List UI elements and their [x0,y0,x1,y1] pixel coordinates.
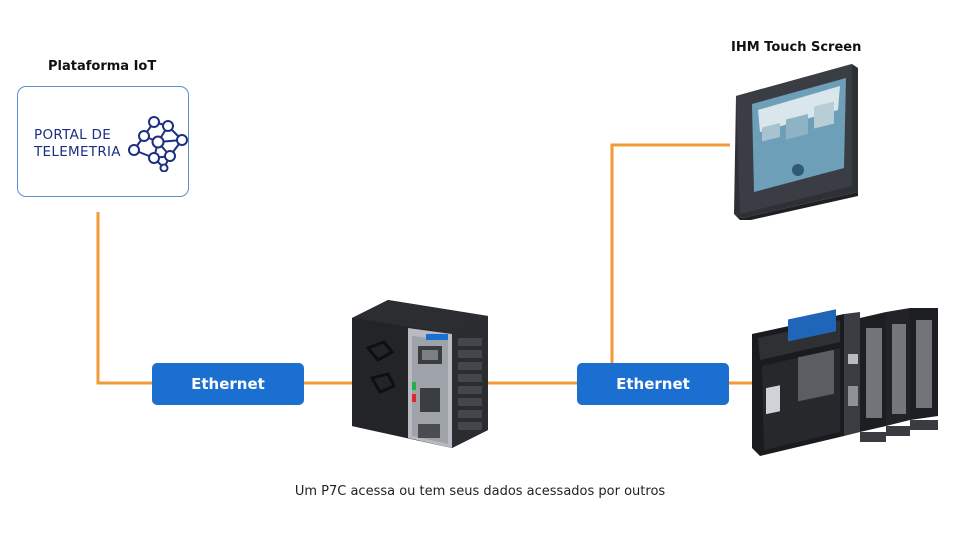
p7c-controller-device [352,300,488,448]
p7c-plc-rack-device [752,308,938,456]
ethernet-badge-left: Ethernet [152,363,304,405]
diagram-caption: Um P7C acessa ou tem seus dados acessado… [294,484,666,499]
ethernet-badge-right: Ethernet [577,363,729,405]
iot-platform-title: Plataforma IoT [48,59,157,74]
portal-logo-line1: PORTAL DE [34,127,112,143]
portal-logo-line2: TELEMETRIA [34,144,121,160]
wire-hmi-branch [610,143,730,383]
portal-telemetria-card: PORTAL DE TELEMETRIA [17,86,189,197]
hmi-touch-screen-device [734,64,858,220]
hmi-title: IHM Touch Screen [731,40,862,55]
wire-portal-to-p7c [96,212,355,385]
network-node-icon [128,116,188,172]
